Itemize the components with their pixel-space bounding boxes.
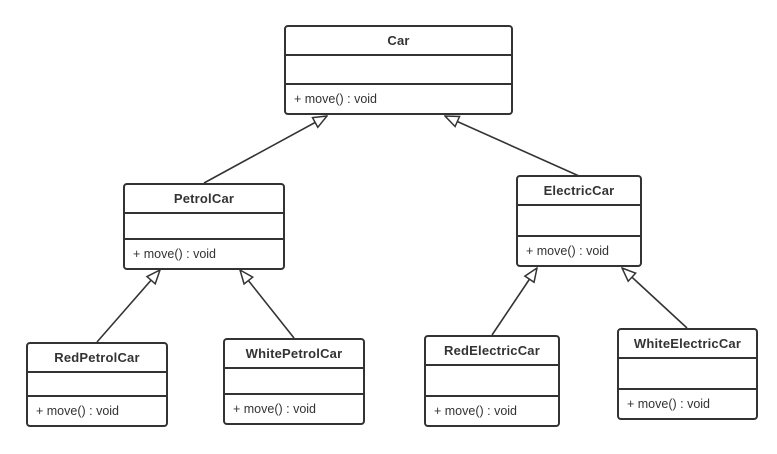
inheritance-arrow-redpetrolcar-to-petrolcar <box>96 270 160 343</box>
class-name: ElectricCar <box>518 177 640 206</box>
class-box-redpetrolcar[interactable]: RedPetrolCar + move() : void <box>26 342 168 427</box>
inheritance-arrow-electriccar-to-car <box>445 116 580 177</box>
inheritance-arrow-petrolcar-to-car <box>203 116 327 184</box>
class-attributes-compartment <box>286 56 511 85</box>
class-attributes-compartment <box>28 373 166 397</box>
class-method: + move() : void <box>233 402 317 416</box>
class-name: RedPetrolCar <box>28 344 166 373</box>
class-method: + move() : void <box>526 244 610 258</box>
class-box-petrolcar[interactable]: PetrolCar + move() : void <box>123 183 285 270</box>
inheritance-arrow-whiteelectriccar-to-electriccar <box>622 268 688 329</box>
class-box-car[interactable]: Car + move() : void <box>284 25 513 115</box>
class-method: + move() : void <box>627 397 711 411</box>
class-method: + move() : void <box>133 247 217 261</box>
class-name: WhitePetrolCar <box>225 340 363 369</box>
class-attributes-compartment <box>225 369 363 395</box>
class-name: PetrolCar <box>125 185 283 214</box>
class-method: + move() : void <box>294 92 378 106</box>
class-attributes-compartment <box>426 366 558 397</box>
inheritance-arrow-whitepetrolcar-to-petrolcar <box>240 270 295 339</box>
class-box-whitepetrolcar[interactable]: WhitePetrolCar + move() : void <box>223 338 365 425</box>
class-attributes-compartment <box>125 214 283 240</box>
class-box-whiteelectriccar[interactable]: WhiteElectricCar + move() : void <box>617 328 758 420</box>
class-method: + move() : void <box>434 404 518 418</box>
inheritance-arrow-redelectriccar-to-electriccar <box>491 268 537 336</box>
class-name: RedElectricCar <box>426 337 558 366</box>
class-attributes-compartment <box>619 359 756 390</box>
class-name: WhiteElectricCar <box>619 330 756 359</box>
class-name: Car <box>286 27 511 56</box>
class-box-electriccar[interactable]: ElectricCar + move() : void <box>516 175 642 267</box>
class-attributes-compartment <box>518 206 640 237</box>
class-method: + move() : void <box>36 404 120 418</box>
class-box-redelectriccar[interactable]: RedElectricCar + move() : void <box>424 335 560 427</box>
